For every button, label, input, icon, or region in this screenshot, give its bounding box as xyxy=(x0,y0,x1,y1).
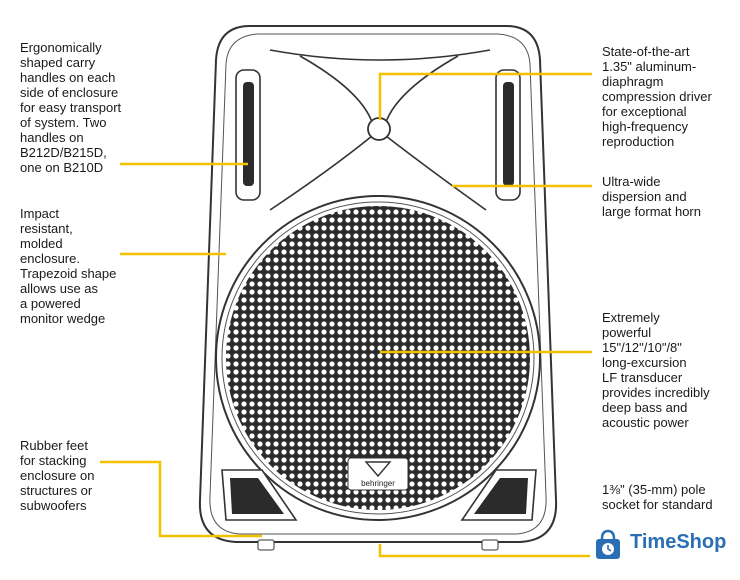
callout-compression-driver: State-of-the-art 1.35" aluminum- diaphra… xyxy=(602,44,712,149)
rubber-foot-left xyxy=(257,539,275,551)
callout-horn: Ultra-wide dispersion and large format h… xyxy=(602,174,701,219)
carry-handle-right xyxy=(495,69,521,201)
rubber-foot-right xyxy=(481,539,499,551)
carry-handle-left xyxy=(235,69,261,201)
vent-left xyxy=(221,469,298,521)
behringer-logo: behringer xyxy=(347,457,409,491)
leader-lines xyxy=(100,72,592,558)
logo-text: behringer xyxy=(361,479,395,488)
callout-enclosure: Impact resistant, molded enclosure. Trap… xyxy=(20,206,117,326)
timeshop-watermark: TimeShop xyxy=(590,525,730,565)
vent-right xyxy=(460,469,537,521)
callout-rubber-feet: Rubber feet for stacking enclosure on st… xyxy=(20,438,95,513)
watermark-text: TimeShop xyxy=(630,531,727,553)
callout-pole-socket: 1⅜" (35-mm) pole socket for standard xyxy=(602,482,713,512)
callout-carry-handles: Ergonomically shaped carry handles on ea… xyxy=(20,40,122,175)
callout-lf-transducer: Extremely powerful 15"/12"/10"/8" long-e… xyxy=(602,310,710,430)
shopping-bag-icon xyxy=(596,529,620,559)
